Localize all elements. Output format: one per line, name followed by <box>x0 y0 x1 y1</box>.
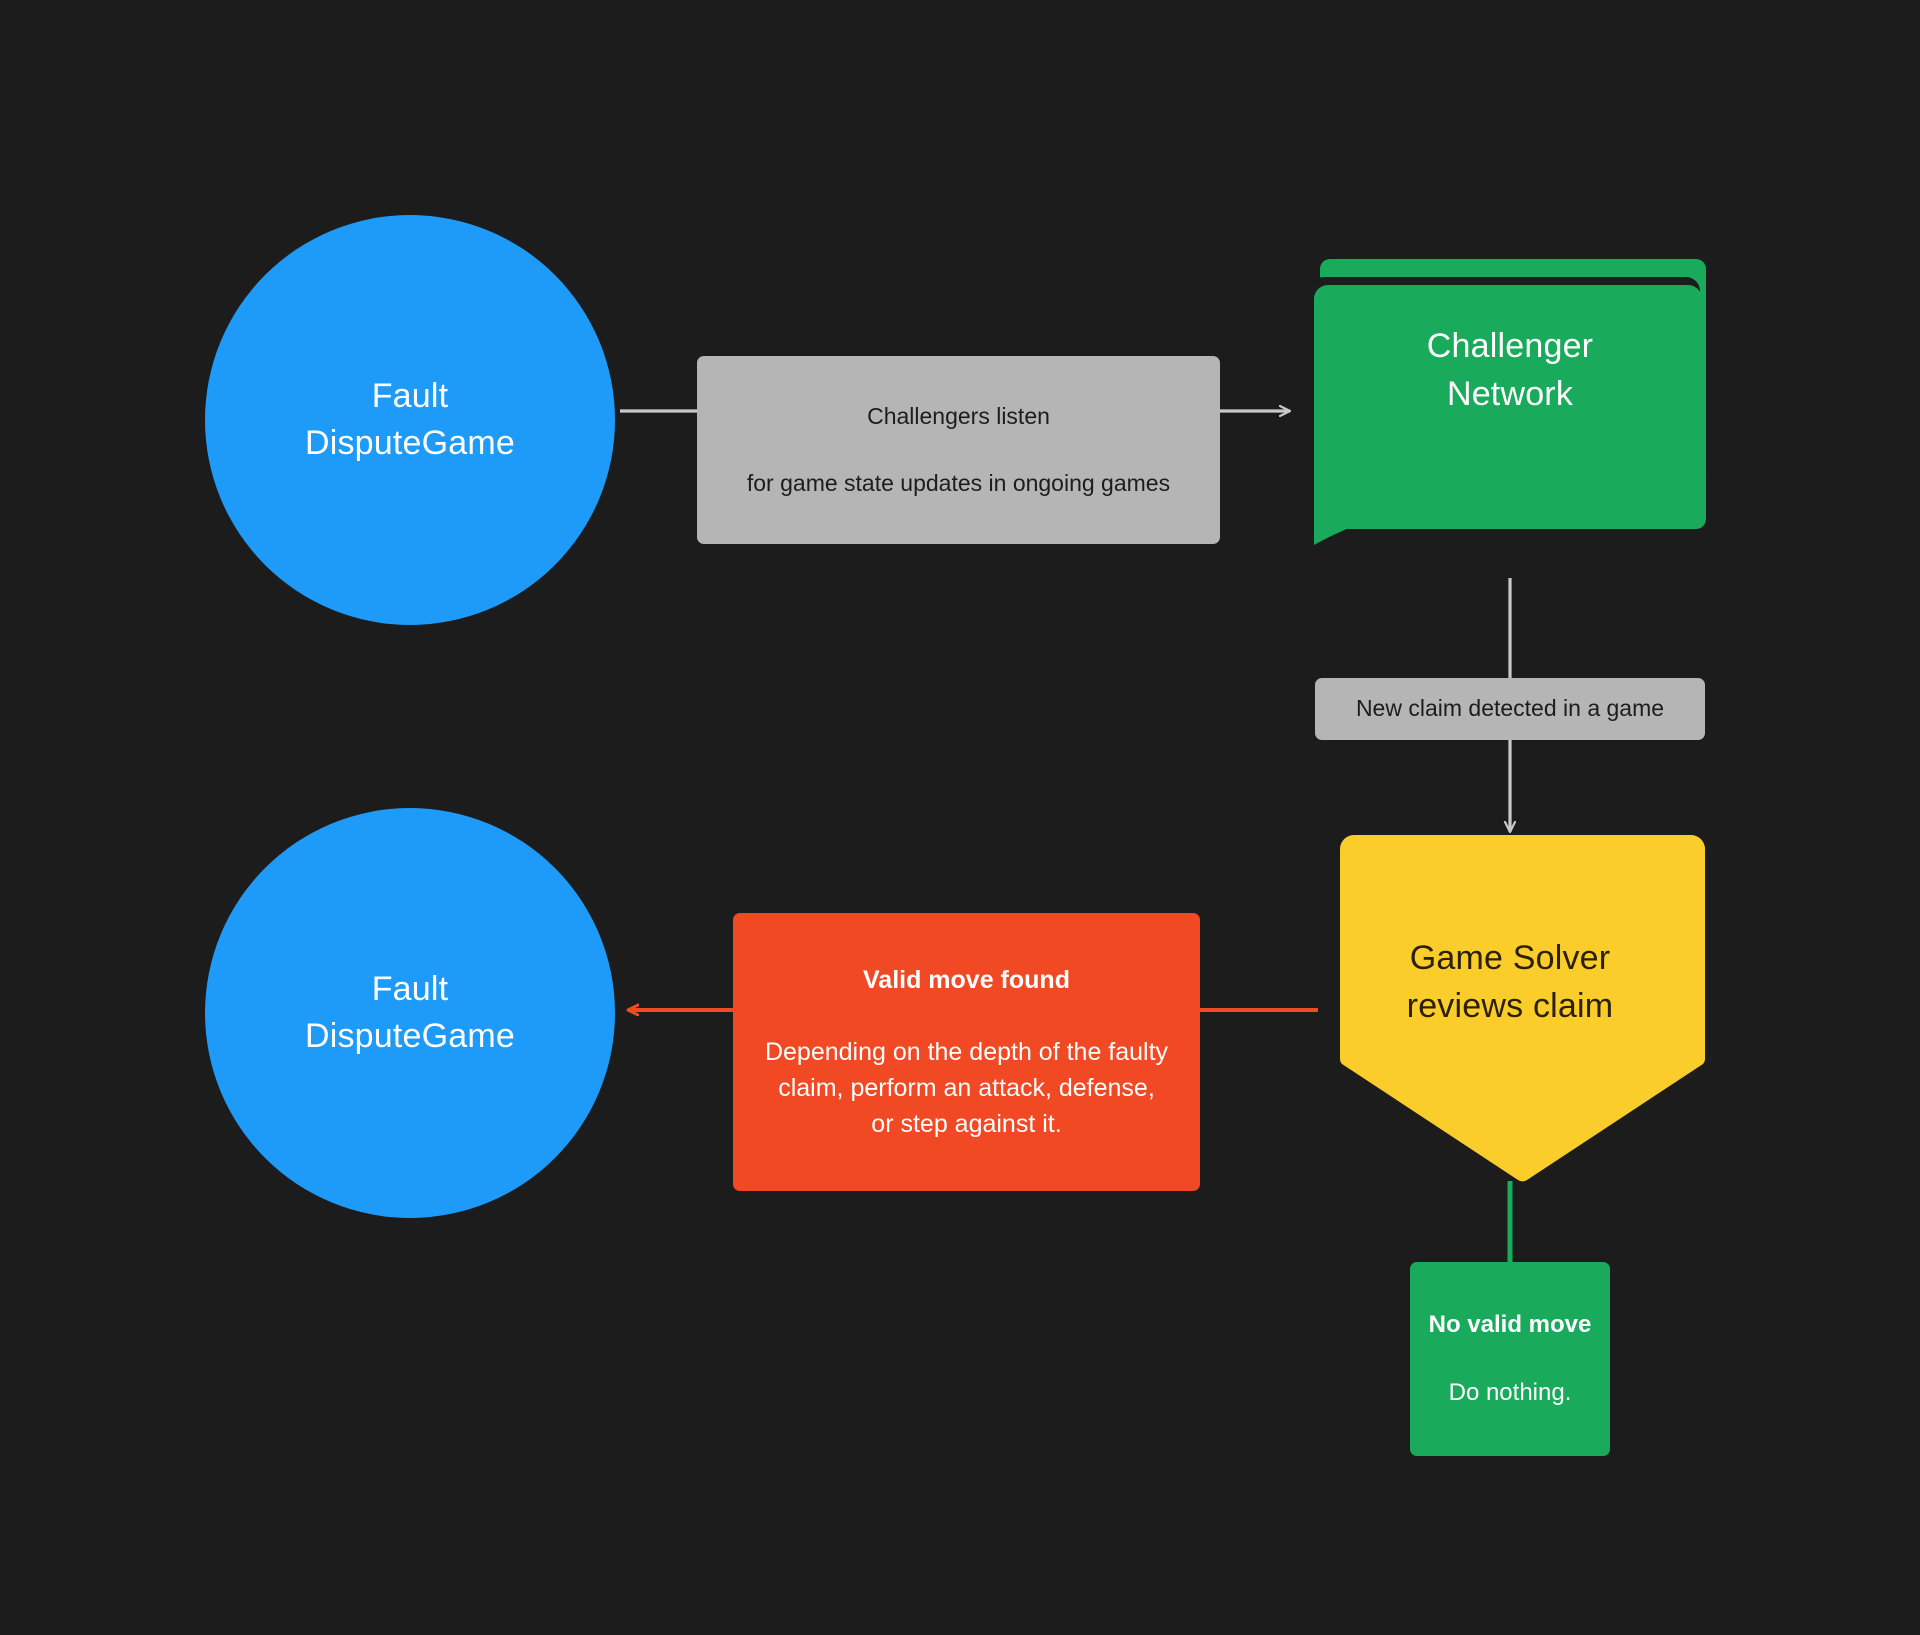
edge-label-line1: Challengers listen <box>867 402 1050 429</box>
node-label-line2: reviews claim <box>1406 986 1614 1025</box>
node-label-line1: Challenger <box>1426 327 1594 365</box>
node-label-line2: Network <box>1446 374 1574 413</box>
node-label-line2: DisputeGame <box>304 424 516 462</box>
node-label-line1: Fault <box>371 377 449 416</box>
node-label-line1: Game Solver <box>1409 939 1611 977</box>
node-game-solver[interactable]: Game Solver reviews claim <box>1315 835 1705 1182</box>
node-label: Game Solver reviews claim <box>1315 935 1705 1030</box>
node-label-line1: Fault <box>371 970 449 1009</box>
stacked-document-icon <box>1310 259 1706 545</box>
edge-label-no-valid-move: No valid move Do nothing. <box>1410 1262 1610 1457</box>
shield-shape-icon <box>1329 835 1705 1182</box>
edge-label-body: Depending on the depth of the faulty cla… <box>764 1038 1169 1138</box>
node-fault-disputegame-bottom[interactable]: Fault DisputeGame <box>205 808 615 1218</box>
node-label-line2: DisputeGame <box>304 1017 516 1055</box>
node-label: Fault DisputeGame <box>305 966 515 1060</box>
edge-label-heading: No valid move <box>1428 1311 1592 1339</box>
node-label: Challenger Network <box>1300 323 1720 418</box>
edge-label-line2: for game state updates in ongoing games <box>746 469 1171 496</box>
edge-label-heading: Valid move found <box>863 966 1070 994</box>
node-challenger-network[interactable]: Challenger Network <box>1300 245 1720 580</box>
edge-label-body: Do nothing. <box>1448 1379 1572 1407</box>
edge-label-valid-move: Valid move found Depending on the depth … <box>733 913 1200 1191</box>
edge-label-challengers-listen: Challengers listen for game state update… <box>697 356 1220 544</box>
edge-label-new-claim: New claim detected in a game <box>1315 678 1705 740</box>
node-label: Fault DisputeGame <box>305 373 515 467</box>
node-fault-disputegame-top[interactable]: Fault DisputeGame <box>205 215 615 625</box>
